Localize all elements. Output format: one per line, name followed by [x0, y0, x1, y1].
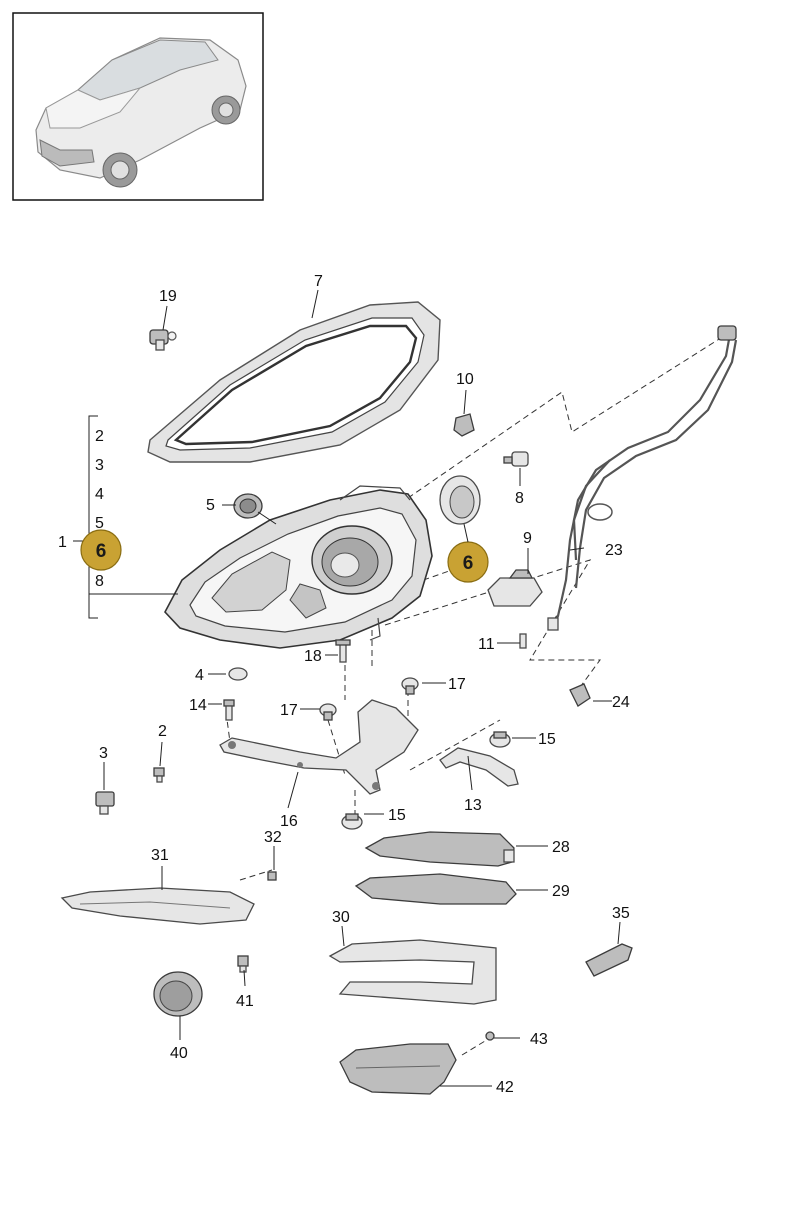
part-label-16: 16 [280, 813, 298, 830]
clip-part-10 [453, 413, 475, 437]
part-label-43: 43 [530, 1031, 548, 1048]
group-bracket-main-label: 1 [58, 534, 67, 551]
connector-part-24 [569, 683, 591, 707]
group-bracket-item: 5 [95, 515, 104, 532]
badge-circle [80, 529, 122, 571]
cover-part-29 [354, 873, 517, 905]
bracket-part-16 [219, 699, 419, 795]
reflector-part-35 [585, 943, 633, 977]
part-label-42: 42 [496, 1079, 514, 1096]
control-unit-part-9 [487, 569, 543, 607]
part-label-40: 40 [170, 1045, 188, 1062]
screw-part-18 [335, 639, 351, 663]
badge-part-6-right[interactable]: 6 [447, 541, 489, 583]
part-label-14: 14 [189, 697, 207, 714]
badge-part-6-left[interactable]: 6 [80, 529, 122, 571]
part-label-5: 5 [206, 497, 215, 514]
group-bracket-item: 8 [95, 573, 104, 590]
headlight-assembly-part-1 [164, 485, 433, 649]
light-strip-part-31 [60, 887, 255, 925]
cover-cap-part-5 [233, 493, 263, 519]
housing-part-42 [339, 1043, 457, 1095]
group-bracket-item: 3 [95, 457, 104, 474]
bulb-part-19 [149, 329, 177, 351]
part-label-9: 9 [523, 530, 532, 547]
grommet-part-4 [228, 667, 248, 681]
trim-part-30 [328, 939, 497, 1005]
screw-part-32 [267, 871, 277, 881]
fog-light-part-40 [153, 971, 203, 1017]
part-label-35: 35 [612, 905, 630, 922]
vehicle-thumbnail [12, 12, 264, 201]
part-label-15: 15 [388, 807, 406, 824]
group-bracket-item: 2 [95, 428, 104, 445]
part-label-8: 8 [515, 490, 524, 507]
part-label-19: 19 [159, 288, 177, 305]
part-label-28: 28 [552, 839, 570, 856]
bracket-part-13 [439, 747, 519, 787]
part-label-31: 31 [151, 847, 169, 864]
adjuster-part-15-right [489, 731, 511, 748]
bulb-part-41 [237, 955, 249, 973]
bulb-part-3 [95, 791, 115, 815]
adjuster-part-15-bottom [341, 813, 363, 830]
part-label-32: 32 [264, 829, 282, 846]
part-label-23: 23 [605, 542, 623, 559]
part-label-15: 15 [538, 731, 556, 748]
part-number-labels: 19 7 10 8 5 9 23 11 4 18 17 17 24 14 2 3… [99, 273, 630, 1096]
wiring-harness-part-23 [547, 325, 738, 631]
screw-part-2 [153, 767, 165, 783]
part-label-2: 2 [158, 723, 167, 740]
part-label-7: 7 [314, 273, 323, 290]
part-label-17: 17 [448, 676, 466, 693]
part-label-41: 41 [236, 993, 254, 1010]
part-label-30: 30 [332, 909, 350, 926]
group-bracket-item: 4 [95, 486, 104, 503]
part-label-24: 24 [612, 694, 630, 711]
part-label-10: 10 [456, 371, 474, 388]
part-label-17: 17 [280, 702, 298, 719]
headlight-seal-part-7 [147, 301, 441, 463]
part-label-29: 29 [552, 883, 570, 900]
connector-part-8 [503, 451, 529, 467]
nut-part-17-right [401, 677, 419, 695]
part-label-18: 18 [304, 648, 322, 665]
nut-part-17-left [319, 703, 337, 721]
part-label-3: 3 [99, 745, 108, 762]
badge-label: 6 [463, 553, 474, 574]
cover-cap-right [439, 475, 481, 525]
cover-part-28 [364, 831, 515, 867]
screw-part-43 [485, 1031, 495, 1041]
leader-lines [103, 289, 621, 1087]
part-label-11: 11 [478, 636, 495, 653]
part-label-4: 4 [195, 667, 204, 684]
badge-label: 6 [96, 541, 107, 562]
screw-part-11 [519, 633, 527, 649]
part-label-13: 13 [464, 797, 482, 814]
screw-part-14 [223, 699, 235, 721]
